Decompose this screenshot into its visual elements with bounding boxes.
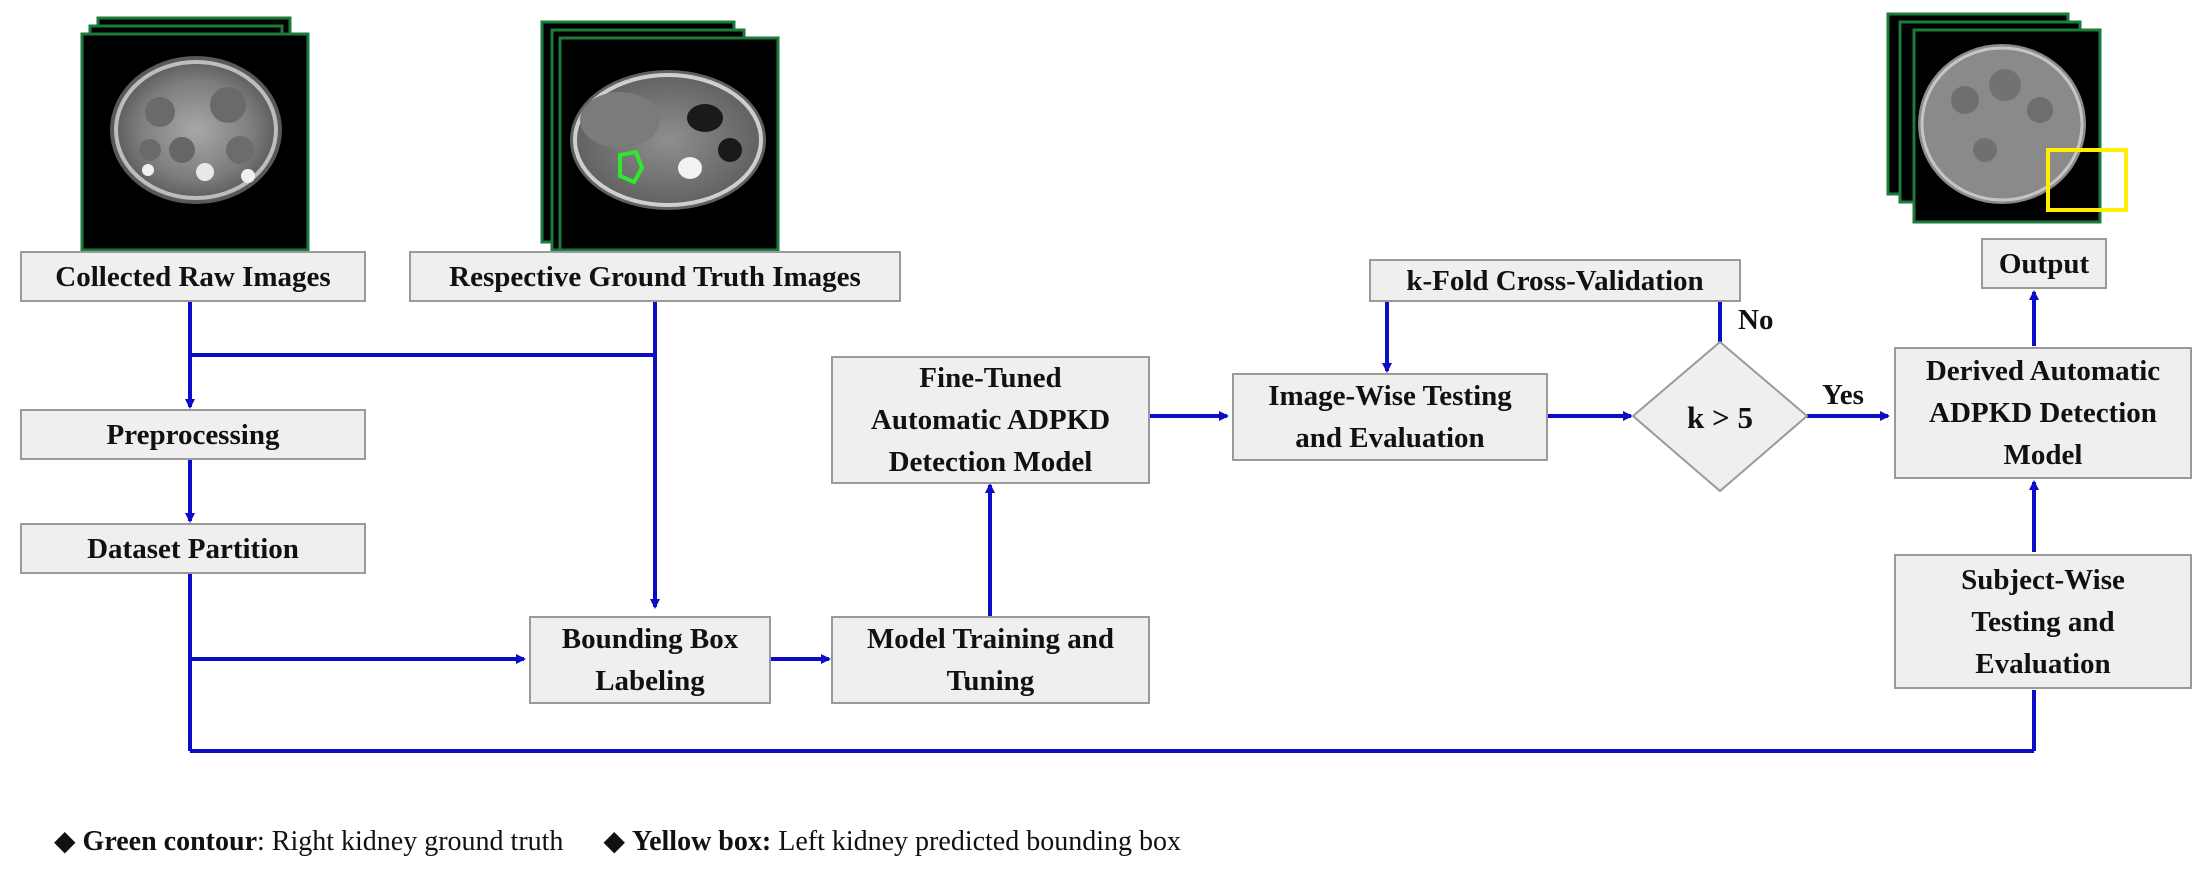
decision-yes-label: Yes xyxy=(1822,379,1864,411)
connectors xyxy=(185,290,2039,753)
legend-marker-1: ◆ xyxy=(54,826,76,857)
output-ct-image-stack xyxy=(1886,12,2128,224)
fine-tuned-model-box: Fine-Tuned Automatic ADPKD Detection Mod… xyxy=(831,356,1150,484)
legend-separator: : xyxy=(257,826,265,857)
raw-ct-image-stack xyxy=(80,16,310,252)
legend-green-contour-text: Right kidney ground truth xyxy=(264,826,564,857)
k-fold-cross-validation-box: k-Fold Cross-Validation xyxy=(1369,259,1741,302)
respective-ground-truth-box: Respective Ground Truth Images xyxy=(409,251,901,302)
output-box: Output xyxy=(1981,238,2107,289)
ground-truth-ct-image-stack xyxy=(540,20,780,252)
image-wise-testing-box: Image-Wise Testing and Evaluation xyxy=(1232,373,1548,461)
legend-marker-2: ◆ xyxy=(603,826,625,857)
derived-model-box: Derived Automatic ADPKD Detection Model xyxy=(1894,347,2192,479)
decision-no-label: No xyxy=(1738,304,1774,336)
preprocessing-box: Preprocessing xyxy=(20,409,366,460)
decision-diamond xyxy=(1631,340,1809,493)
legend-yellow-box-text: Left kidney predicted bounding box xyxy=(771,826,1182,857)
dataset-partition-box: Dataset Partition xyxy=(20,523,366,574)
legend-green-contour-label: Green contour xyxy=(82,826,257,857)
decision-condition: k > 5 xyxy=(1687,400,1753,435)
legend: ◆ Green contour: Right kidney ground tru… xyxy=(54,824,1181,858)
collected-raw-images-box: Collected Raw Images xyxy=(20,251,366,302)
model-training-box: Model Training and Tuning xyxy=(831,616,1150,704)
legend-yellow-box-label: Yellow box: xyxy=(631,826,772,857)
subject-wise-testing-box: Subject-Wise Testing and Evaluation xyxy=(1894,554,2192,689)
bounding-box-labeling-box: Bounding Box Labeling xyxy=(529,616,771,704)
